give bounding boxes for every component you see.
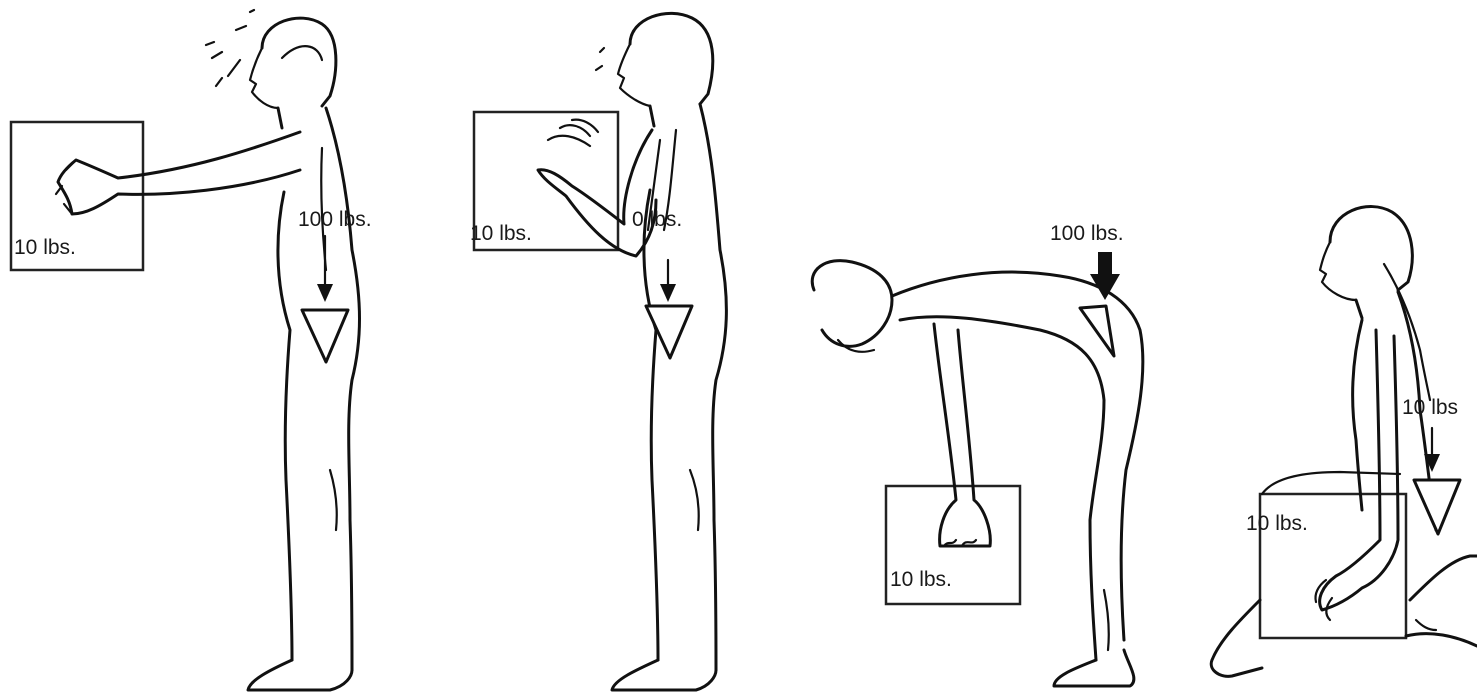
load-3-arrow xyxy=(1090,252,1120,300)
figure-arms-extended: 10 lbs. 100 lbs. xyxy=(11,10,372,690)
load-2-label: 0 lbs. xyxy=(632,208,682,231)
figure-bent-over: 10 lbs. 100 lbs. xyxy=(812,222,1143,686)
load-4-label: 10 lbs xyxy=(1402,396,1458,419)
figure-kneeling: 10 lbs. 10 lbs xyxy=(1211,207,1477,677)
load-1-label: 100 lbs. xyxy=(298,208,372,231)
load-2-arrowhead xyxy=(660,284,676,302)
person-4 xyxy=(1211,207,1477,677)
center-of-gravity-1 xyxy=(302,310,348,362)
box-2-label: 10 lbs. xyxy=(470,222,532,245)
box-3-label: 10 lbs. xyxy=(890,568,952,591)
center-of-gravity-2 xyxy=(646,306,692,358)
load-3-label: 100 lbs. xyxy=(1050,222,1124,245)
box-1-label: 10 lbs. xyxy=(14,236,76,259)
figure-arms-close: 10 lbs. 0 lbs. xyxy=(470,13,726,690)
load-1-arrowhead xyxy=(317,284,333,302)
person-2 xyxy=(538,13,726,690)
box-4-label: 10 lbs. xyxy=(1246,512,1308,535)
person-1 xyxy=(56,10,360,690)
center-of-gravity-3 xyxy=(1080,306,1114,356)
center-of-gravity-4 xyxy=(1414,480,1460,534)
